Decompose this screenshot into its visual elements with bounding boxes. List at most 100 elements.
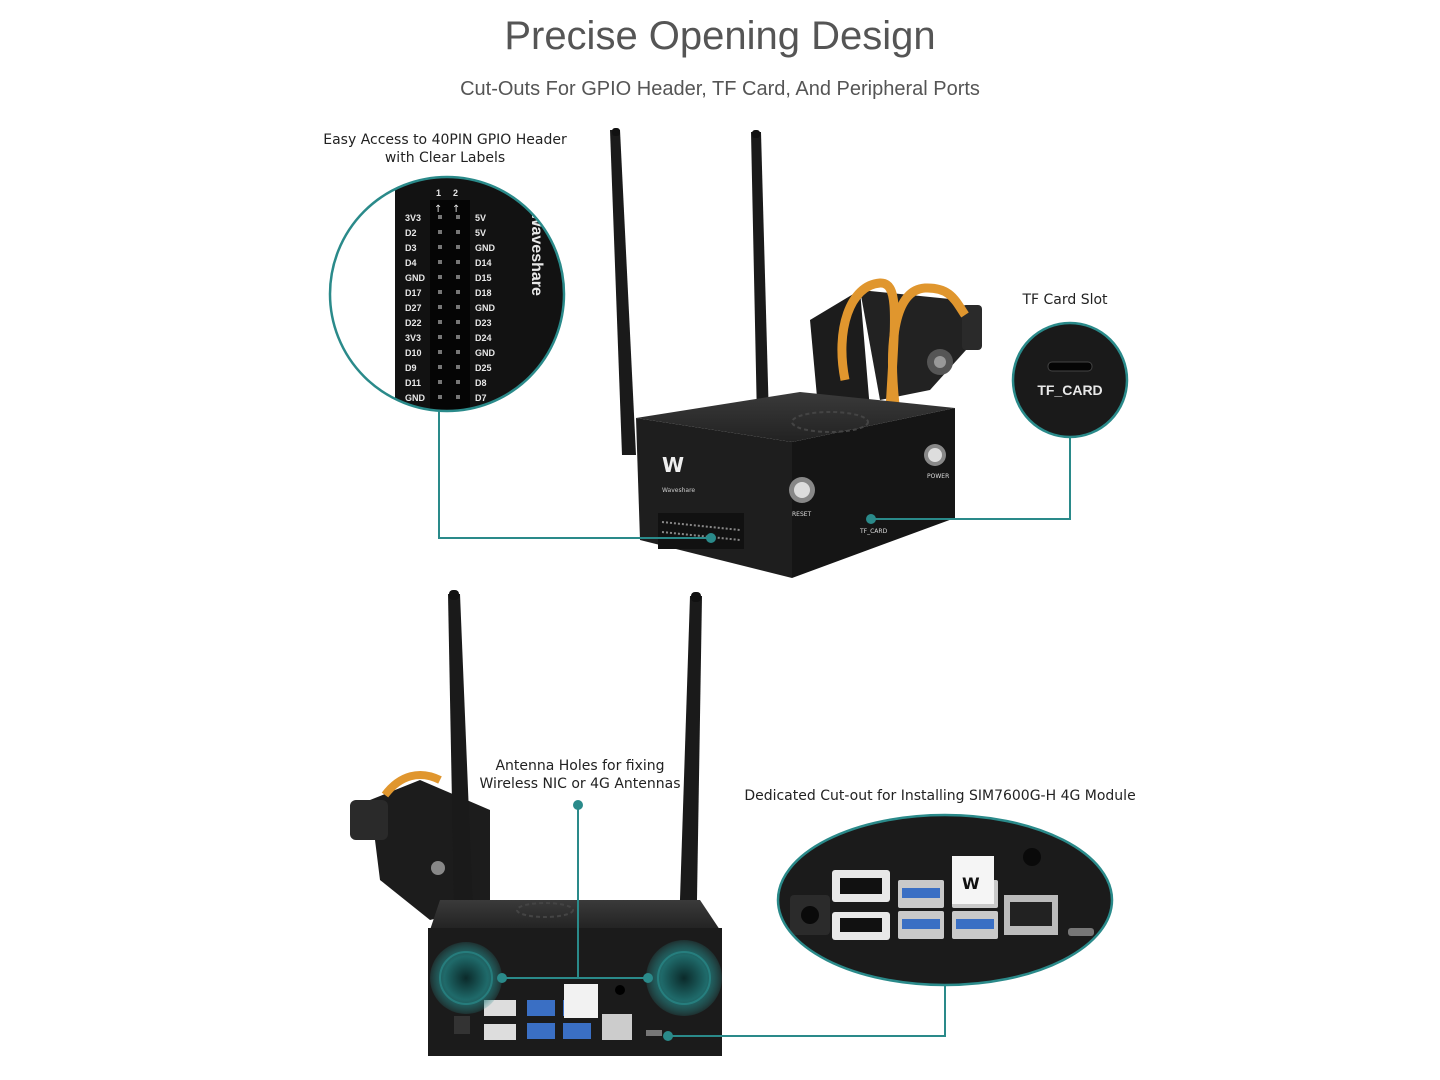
gpio-left-pin-label: 3V3 <box>405 333 421 343</box>
gpio-left-pin-label: 3V3 <box>405 213 421 223</box>
gpio-right-pin-label: GND <box>475 243 496 253</box>
gpio-pin <box>438 335 442 339</box>
gpio-right-pin-label: D23 <box>475 318 492 328</box>
gpio-left-pin-label: D9 <box>405 363 417 373</box>
gpio-pin <box>456 350 460 354</box>
gpio-pin <box>438 380 442 384</box>
page-title: Precise Opening Design <box>504 14 936 58</box>
module-logo-mark: W <box>962 874 980 893</box>
top-brand-text: Waveshare <box>662 487 695 494</box>
gpio-left-pin-label: D11 <box>405 378 421 388</box>
gpio-pin-dots <box>438 215 460 399</box>
gpio-pin <box>456 320 460 324</box>
gpio-left-pin-label: D2 <box>405 228 417 238</box>
gpio-col-1: 1 <box>436 188 441 198</box>
gpio-left-pin-label: D22 <box>405 318 422 328</box>
gpio-brand: Waveshare <box>528 212 545 296</box>
sim-zoom-ellipse: W <box>776 813 1114 987</box>
tf-leader-dot <box>866 514 876 524</box>
bottom-audio-jack-icon <box>615 985 625 995</box>
bottom-device <box>350 590 722 1056</box>
tf-slot-label: TF_CARD <box>859 528 888 535</box>
bottom-usb-port-icon-4 <box>563 1023 591 1039</box>
tf-zoom-circle: TF_CARD <box>1011 321 1129 439</box>
gpio-pin <box>438 305 442 309</box>
gpio-pin <box>438 245 442 249</box>
audio-jack-icon <box>1023 848 1041 866</box>
gpio-pin <box>456 290 460 294</box>
tf-card-slot-icon <box>1047 361 1093 372</box>
gpio-pin <box>456 380 460 384</box>
gpio-right-pin-label: GND <box>475 348 496 358</box>
gpio-pin <box>438 290 442 294</box>
sim-callout: Dedicated Cut-out for Installing SIM7600… <box>744 788 1136 804</box>
gpio-pin <box>438 260 442 264</box>
camera-bracket <box>810 278 982 430</box>
gpio-left-pin-label: D27 <box>405 303 422 313</box>
top-device: W Waveshare RESET POWER TF_CARD <box>610 128 982 578</box>
gpio-right-pin-label: 5V <box>475 213 486 223</box>
bottom-antenna-right <box>678 596 702 960</box>
bottom-micro-usb-icon <box>646 1030 662 1036</box>
gpio-left-pin-label: D17 <box>405 288 422 298</box>
gpio-pin <box>456 245 460 249</box>
bottom-dc-jack-icon <box>454 1016 470 1034</box>
top-box-front <box>636 418 792 578</box>
reset-label: RESET <box>792 511 812 518</box>
antenna-callout-line2: Wireless NIC or 4G Antennas <box>479 776 681 792</box>
top-antenna-left <box>610 130 636 455</box>
gpio-pin <box>456 305 460 309</box>
gpio-right-pin-label: D15 <box>475 273 492 283</box>
bottom-dp-port-icon <box>484 1000 516 1016</box>
gpio-pin <box>456 215 460 219</box>
gpio-left-pin-label: D10 <box>405 348 422 358</box>
gpio-pin <box>456 260 460 264</box>
gpio-pin <box>438 365 442 369</box>
top-antenna-right <box>751 132 769 420</box>
gpio-left-pin-label: D3 <box>405 243 417 253</box>
gpio-right-pin-label: D18 <box>475 288 492 298</box>
gpio-arrow-2: ↑ <box>452 204 460 215</box>
gpio-right-pin-label: GND <box>475 303 496 313</box>
gpio-pin <box>456 335 460 339</box>
top-gpio-strip <box>658 513 744 549</box>
bottom-usb-port-icon <box>527 1000 555 1016</box>
power-label: POWER <box>927 473 949 480</box>
gpio-pin <box>438 230 442 234</box>
gpio-pin <box>438 350 442 354</box>
gpio-pin <box>456 395 460 399</box>
gpio-pin <box>438 275 442 279</box>
gpio-left-pin-label: GND <box>405 393 426 403</box>
top-logo-mark: W <box>662 453 684 477</box>
gpio-left-pin-label: D4 <box>405 258 417 268</box>
gpio-right-pin-label: D25 <box>475 363 492 373</box>
gpio-pin <box>456 365 460 369</box>
gpio-callout: Easy Access to 40PIN GPIO Header with Cl… <box>300 131 590 167</box>
bottom-4g-module-icon <box>564 984 598 1018</box>
gpio-right-pin-label: D7 <box>475 393 487 403</box>
gpio-col-2: 2 <box>453 188 458 198</box>
bottom-hdmi-port-icon <box>484 1024 516 1040</box>
gpio-right-pin-label: D14 <box>475 258 492 268</box>
gpio-left-pin-label: GND <box>405 273 426 283</box>
gpio-pin <box>456 230 460 234</box>
gpio-pin <box>438 395 442 399</box>
tf-leader-line <box>871 438 1071 520</box>
sim-leader-dot <box>663 1031 673 1041</box>
gpio-right-pin-label: D24 <box>475 333 492 343</box>
gpio-leader-line <box>438 408 711 539</box>
bottom-antenna-left <box>448 594 475 960</box>
gpio-callout-line2: with Clear Labels <box>384 150 506 166</box>
tf-callout: TF Card Slot <box>1022 292 1108 308</box>
top-box-side <box>792 408 955 578</box>
bottom-ethernet-port-icon <box>602 1014 632 1040</box>
gpio-pin <box>456 275 460 279</box>
gpio-pin <box>438 215 442 219</box>
gpio-pin <box>438 320 442 324</box>
antenna-callout: Antenna Holes for fixing Wireless NIC or… <box>450 757 710 793</box>
antenna-callout-line1: Antenna Holes for fixing <box>495 758 665 774</box>
gpio-right-pin-label: D8 <box>475 378 487 388</box>
